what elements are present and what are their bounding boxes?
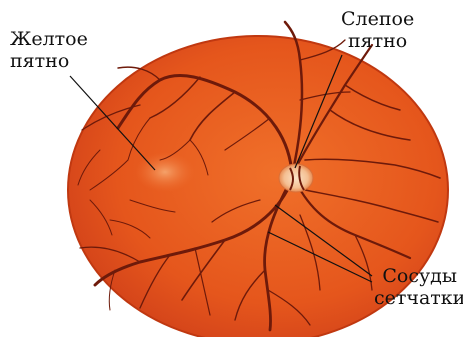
label-macula-line2: пятно (10, 50, 88, 72)
label-vessels-line1: Сосуды (374, 265, 463, 287)
label-retinal-vessels: Сосуды сетчатки (374, 265, 463, 309)
label-blind-spot-line1: Слепое (341, 8, 414, 30)
optic-disc (279, 164, 313, 192)
label-blind-spot-line2: пятно (341, 30, 414, 52)
label-macula: Желтое пятно (10, 28, 88, 72)
label-vessels-line2: сетчатки (374, 287, 463, 309)
label-blind-spot: Слепое пятно (341, 8, 414, 52)
label-macula-line1: Желтое (10, 28, 88, 50)
